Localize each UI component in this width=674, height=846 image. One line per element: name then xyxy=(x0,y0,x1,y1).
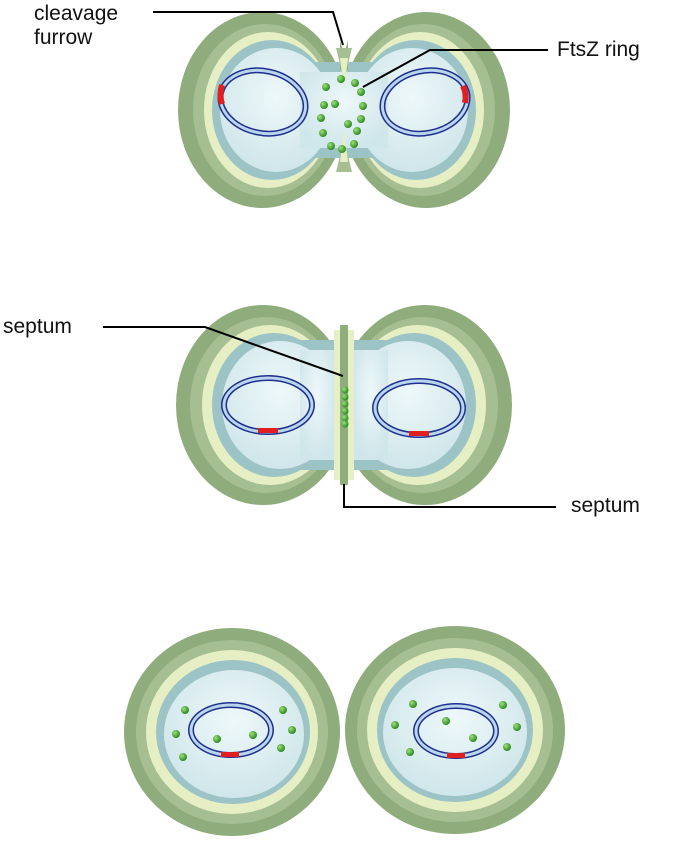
dna-chromosome xyxy=(221,375,315,435)
leader-lines xyxy=(153,11,548,88)
label-septum-left: septum xyxy=(3,315,72,338)
label-septum-right: septum xyxy=(571,494,640,517)
leader-lines xyxy=(103,326,556,508)
dna-chromosome xyxy=(379,67,471,137)
origin-marker xyxy=(447,753,465,758)
dna-chromosome xyxy=(217,67,309,137)
ftsz-ring xyxy=(317,75,367,153)
dna-chromosome xyxy=(372,378,466,438)
origin-marker xyxy=(409,431,429,436)
daughter-cell-right xyxy=(345,626,565,834)
origin-marker xyxy=(460,84,469,104)
label-cleavage-furrow: cleavage furrow xyxy=(34,2,119,49)
label-ftsz-ring: FtsZ ring xyxy=(557,38,640,61)
origin-marker xyxy=(221,752,239,757)
stage-separation xyxy=(124,626,565,836)
stage-constriction xyxy=(153,10,548,212)
ftsz-ring-constricted xyxy=(341,386,349,428)
daughter-cell-left xyxy=(124,628,340,836)
ftsz-proteins xyxy=(172,706,296,761)
origin-marker xyxy=(258,428,278,433)
ftsz-proteins xyxy=(391,700,521,756)
origin-marker xyxy=(217,84,225,105)
stage-septum-formation xyxy=(103,305,556,508)
